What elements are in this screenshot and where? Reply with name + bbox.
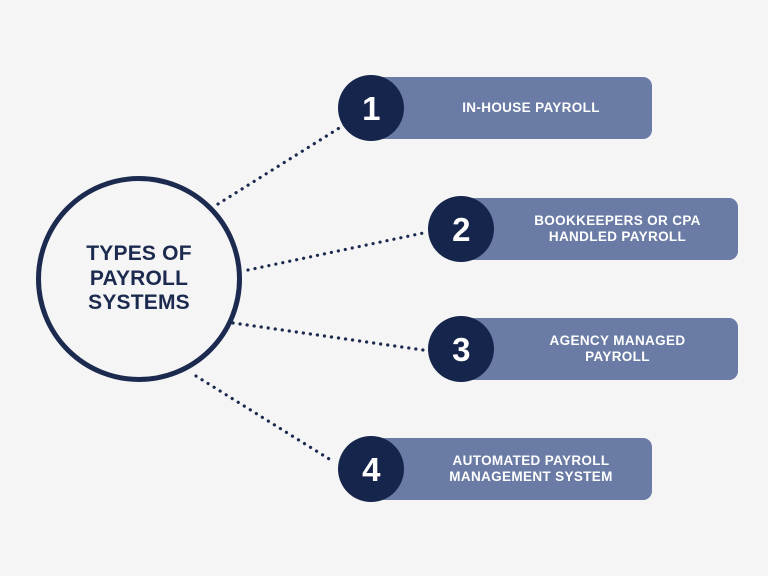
number-badge-icon-1: 1 — [338, 75, 404, 141]
item-label-1: IN-HOUSE PAYROLL — [462, 99, 600, 115]
central-hub-circle: TYPES OF PAYROLL SYSTEMS — [36, 176, 242, 382]
item-number-3: 3 — [452, 330, 470, 368]
item-number-2: 2 — [452, 210, 470, 248]
connector-hub-to-item-2 — [246, 230, 430, 272]
connector-hub-to-item-3 — [231, 321, 432, 353]
item-row-3[interactable]: AGENCY MANAGED PAYROLL 3 — [428, 316, 738, 382]
item-bar-1[interactable]: IN-HOUSE PAYROLL — [374, 77, 652, 139]
item-bar-2[interactable]: BOOKKEEPERS OR CPA HANDLED PAYROLL — [461, 198, 738, 260]
item-row-4[interactable]: AUTOMATED PAYROLL MANAGEMENT SYSTEM 4 — [338, 436, 652, 502]
item-number-4: 4 — [362, 450, 380, 488]
item-label-2: BOOKKEEPERS OR CPA HANDLED PAYROLL — [534, 212, 701, 244]
item-row-1[interactable]: IN-HOUSE PAYROLL 1 — [338, 75, 652, 141]
number-badge-icon-2: 2 — [428, 196, 494, 262]
number-badge-icon-4: 4 — [338, 436, 404, 502]
connector-hub-to-item-1 — [216, 118, 354, 206]
connector-hub-to-item-4 — [194, 374, 336, 464]
item-label-3: AGENCY MANAGED PAYROLL — [549, 332, 686, 364]
item-number-1: 1 — [362, 89, 380, 127]
item-label-4: AUTOMATED PAYROLL MANAGEMENT SYSTEM — [449, 452, 613, 484]
item-bar-3[interactable]: AGENCY MANAGED PAYROLL — [461, 318, 738, 380]
hub-title: TYPES OF PAYROLL SYSTEMS — [86, 241, 192, 315]
item-row-2[interactable]: BOOKKEEPERS OR CPA HANDLED PAYROLL 2 — [428, 196, 738, 262]
number-badge-icon-3: 3 — [428, 316, 494, 382]
item-bar-4[interactable]: AUTOMATED PAYROLL MANAGEMENT SYSTEM — [374, 438, 652, 500]
